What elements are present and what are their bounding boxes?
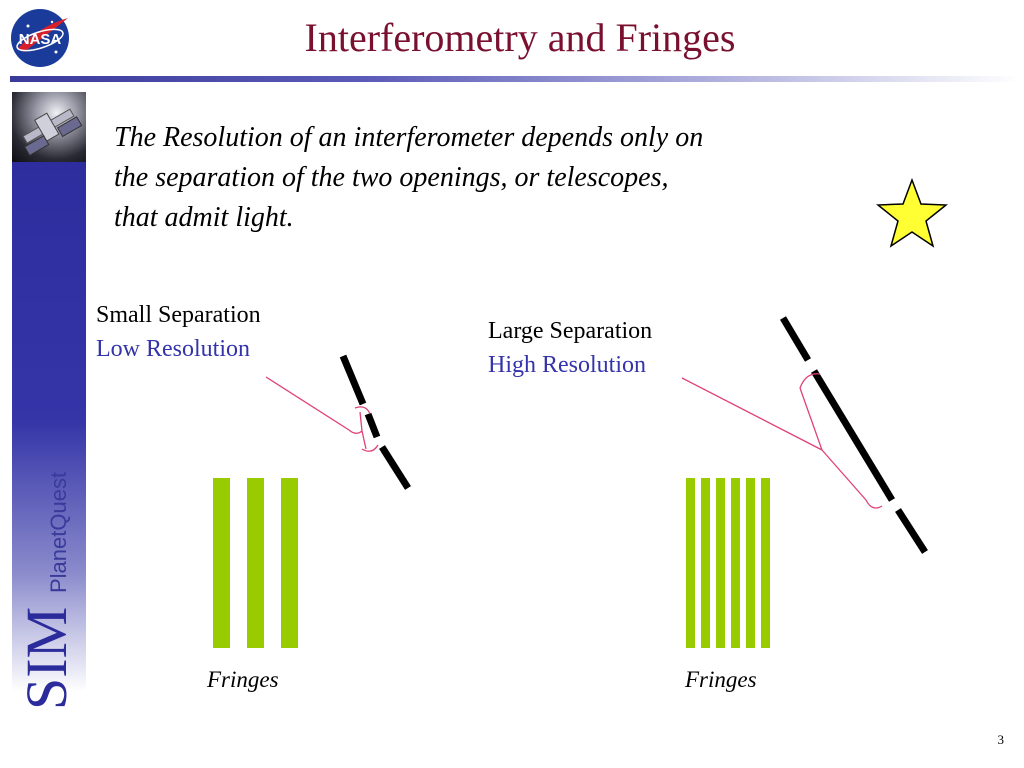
star-icon bbox=[875, 177, 949, 248]
sidebar-band bbox=[12, 92, 86, 692]
left-fringes-label: Fringes bbox=[207, 667, 279, 692]
right-fringe-bar bbox=[761, 478, 770, 648]
left-aperture-upper bbox=[339, 354, 367, 406]
nasa-logo-text: NASA bbox=[19, 31, 62, 48]
title-rule bbox=[10, 76, 1020, 82]
right-fringe-bar bbox=[746, 478, 755, 648]
brand-planetquest: PlanetQuest bbox=[46, 472, 71, 593]
left-fringes bbox=[213, 478, 298, 648]
spacecraft-photo bbox=[12, 92, 86, 162]
right-fringe-bar bbox=[686, 478, 695, 648]
left-aperture-lower bbox=[379, 445, 411, 490]
right-fringes-label: Fringes bbox=[685, 667, 757, 692]
right-fringe-bar bbox=[701, 478, 710, 648]
slide-title: Interferometry and Fringes bbox=[304, 15, 736, 60]
left-fringe-bar bbox=[213, 478, 230, 648]
right-resolution-label: High Resolution bbox=[488, 352, 647, 378]
left-brace-cap bbox=[354, 406, 379, 452]
right-fringes bbox=[686, 478, 770, 648]
right-separation-brace bbox=[681, 377, 867, 501]
brand-sim: SIM bbox=[14, 607, 76, 710]
left-fringe-bar bbox=[281, 478, 298, 648]
left-fringe-bar bbox=[247, 478, 264, 648]
nasa-logo: NASA bbox=[11, 9, 69, 67]
right-fringe-bar bbox=[716, 478, 725, 648]
body-text: The Resolution of an interferometer depe… bbox=[114, 122, 704, 233]
right-aperture-lower bbox=[895, 508, 928, 554]
right-aperture-upper bbox=[779, 316, 812, 362]
left-separation-brace bbox=[265, 376, 367, 450]
sim-planetquest-brand: SIM PlanetQuest bbox=[14, 472, 76, 710]
right-separation-label: Large Separation bbox=[488, 318, 653, 344]
left-resolution-label: Low Resolution bbox=[96, 336, 250, 362]
page-number: 3 bbox=[997, 732, 1005, 747]
left-separation-label: Small Separation bbox=[96, 302, 261, 328]
right-aperture-middle bbox=[811, 369, 895, 502]
right-fringe-bar bbox=[731, 478, 740, 648]
spacecraft-icon bbox=[22, 108, 83, 157]
left-aperture-middle bbox=[364, 412, 381, 439]
right-brace-cap bbox=[799, 373, 883, 509]
